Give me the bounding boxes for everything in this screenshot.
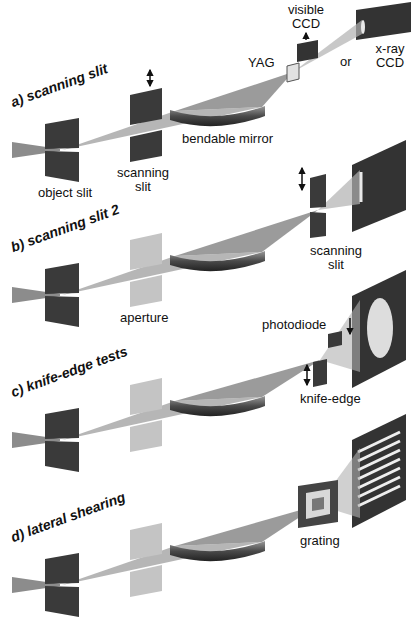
- reflected-beam: [175, 210, 318, 256]
- object-slit-blade: [45, 151, 79, 182]
- motion-arrow: [306, 365, 308, 385]
- aperture-blade: [130, 275, 162, 307]
- object-slit-blade: [45, 296, 79, 327]
- panel-title: c) knife-edge tests: [9, 343, 130, 400]
- component-label: photodiode: [262, 318, 326, 332]
- label-anchor: a) scanning slit: [9, 60, 110, 110]
- beam-image: [367, 298, 393, 358]
- component-label: scanning slit: [305, 244, 367, 272]
- label-anchor: c) knife-edge tests: [9, 343, 130, 400]
- label-anchor: d) lateral shearing: [9, 489, 128, 545]
- object-slit-blade: [45, 553, 79, 584]
- reflected-beam: [175, 505, 318, 546]
- grating-window: [306, 489, 330, 519]
- motion-arrow: [301, 168, 303, 190]
- detector-screen: [352, 270, 406, 388]
- yag-crystal: [287, 63, 299, 82]
- interference-fringe: [358, 477, 400, 497]
- motion-arrow: [349, 318, 351, 334]
- panel-title: d) lateral shearing: [9, 489, 128, 545]
- aperture-blade: [130, 565, 162, 597]
- label-anchor: or: [340, 55, 352, 69]
- component-label: scanning slit: [112, 166, 174, 194]
- reflected-beam: [175, 360, 320, 401]
- component-label: knife-edge: [300, 392, 361, 406]
- component-label: aperture: [120, 311, 168, 325]
- label-anchor: x-ray CCD: [370, 42, 410, 70]
- component-label: or: [340, 55, 352, 69]
- label-anchor: b) scanning slit 2: [9, 201, 122, 255]
- label-anchor: aperture: [120, 311, 168, 325]
- interference-fringe: [358, 432, 400, 452]
- x-ray-ccd: [356, 2, 411, 40]
- label-anchor: knife-edge: [300, 392, 361, 406]
- aperture-blade: [130, 378, 162, 415]
- object-slit-blade: [45, 118, 79, 149]
- detector-screen: [352, 414, 406, 528]
- aperture-blade: [130, 523, 162, 560]
- beam-image: [360, 172, 363, 202]
- component-label: grating: [300, 534, 340, 548]
- beam-image: [361, 20, 365, 34]
- panel-title: a) scanning slit: [9, 60, 110, 110]
- object-slit-blade: [45, 586, 79, 617]
- interference-fringe: [358, 441, 400, 461]
- scanning-slit-blade: [310, 174, 326, 208]
- visible-ccd-camera: [297, 40, 318, 62]
- aperture-blade: [130, 233, 162, 270]
- label-anchor: scanning slit: [112, 166, 174, 194]
- reflected-beam: [175, 72, 293, 111]
- component-label: x-ray CCD: [370, 42, 410, 70]
- component-label: visible CCD: [282, 3, 330, 31]
- grating-frame: [298, 480, 338, 528]
- object-slit-blade: [45, 263, 79, 294]
- photodiode: [328, 331, 342, 348]
- motion-arrow: [149, 70, 151, 86]
- component-label: YAG: [248, 56, 275, 70]
- component-label: object slit: [38, 186, 92, 200]
- interference-fringe: [358, 450, 400, 470]
- label-anchor: visible CCD: [282, 3, 330, 31]
- interference-fringe: [358, 468, 400, 488]
- interference-fringe: [358, 486, 400, 506]
- component-label: bendable mirror: [182, 132, 273, 146]
- aperture-blade: [130, 420, 162, 452]
- label-anchor: photodiode: [262, 318, 326, 332]
- scanning-slit-blade: [130, 88, 162, 125]
- interference-fringe: [358, 459, 400, 479]
- motion-arrow: [305, 33, 307, 40]
- grating: [312, 497, 324, 511]
- label-anchor: grating: [300, 534, 340, 548]
- panel-title: b) scanning slit 2: [9, 201, 122, 255]
- label-anchor: scanning slit: [305, 244, 367, 272]
- scanning-slit-blade: [130, 130, 162, 162]
- label-anchor: YAG: [248, 56, 275, 70]
- object-slit-blade: [45, 408, 79, 439]
- label-anchor: object slit: [38, 186, 92, 200]
- detector-screen: [352, 140, 406, 232]
- beamline-panel: [12, 2, 411, 182]
- knife-edge-blade: [313, 359, 327, 387]
- object-slit-blade: [45, 441, 79, 472]
- label-anchor: bendable mirror: [182, 132, 273, 146]
- scanning-slit-blade: [310, 212, 326, 238]
